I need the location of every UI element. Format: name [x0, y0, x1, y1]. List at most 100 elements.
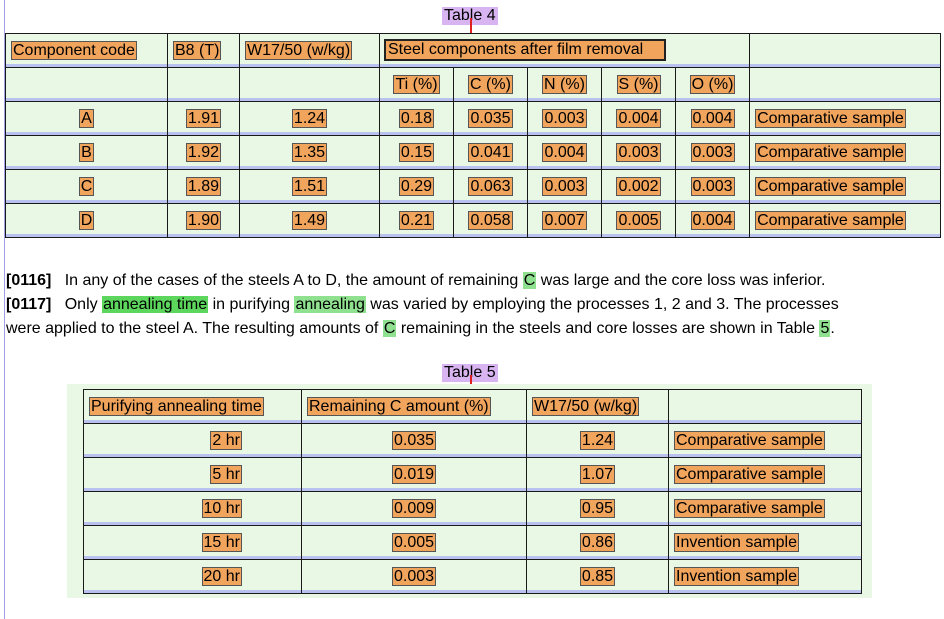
header-remaining-c: Remaining C amount (%)	[307, 396, 491, 416]
header-annealing-time: Purifying annealing time	[89, 396, 264, 416]
table-row: A 1.91 1.24 0.18 0.035 0.003 0.004 0.004…	[5, 101, 942, 136]
cell-o: 0.004	[690, 108, 735, 128]
cell-c: 0.041	[468, 142, 513, 162]
table-row: C 1.89 1.51 0.29 0.063 0.003 0.002 0.003…	[5, 169, 942, 204]
header-w1750: W17/50 (w/kg)	[531, 396, 640, 416]
cell-ti: 0.21	[398, 210, 435, 230]
table4: Component code B8 (T) W17/50 (w/kg) Stee…	[5, 33, 942, 238]
cell-c: 0.058	[468, 210, 513, 230]
cell-n: 0.003	[542, 176, 587, 196]
cell-time: 20 hr	[201, 566, 243, 586]
highlight-c: C	[522, 272, 537, 289]
header-b8: B8 (T)	[172, 40, 222, 60]
header-c: C (%)	[468, 74, 513, 94]
cell-sample-type: Comparative sample	[755, 176, 906, 196]
cell-w1750: 0.95	[579, 498, 616, 518]
cell-n: 0.007	[542, 210, 587, 230]
cell-ti: 0.15	[398, 142, 435, 162]
table5: Purifying annealing time Remaining C amo…	[83, 389, 862, 594]
highlight-table-ref: 5	[819, 319, 831, 337]
cell-o: 0.003	[690, 142, 735, 162]
table5-container: Purifying annealing time Remaining C amo…	[67, 384, 872, 598]
header-o: O (%)	[689, 74, 736, 94]
cell-b8: 1.90	[185, 210, 222, 230]
cell-sample-type: Comparative sample	[674, 430, 825, 450]
cell-o: 0.003	[690, 176, 735, 196]
table-row: 10 hr 0.009 0.95 Comparative sample	[83, 491, 862, 526]
table-row: 2 hr 0.035 1.24 Comparative sample	[83, 423, 862, 458]
header-steel-components: Steel components after film removal	[384, 39, 666, 62]
cell-remaining-c: 0.035	[391, 430, 437, 450]
cell-remaining-c: 0.005	[391, 532, 437, 552]
cell-w1750: 1.24	[579, 430, 616, 450]
cell-w1750: 1.49	[291, 210, 328, 230]
table4-subheader-row: Ti (%) C (%) N (%) S (%) O (%)	[5, 67, 942, 102]
table-row: B 1.92 1.35 0.15 0.041 0.004 0.003 0.003…	[5, 135, 942, 170]
paragraph-text: was large and the core loss was inferior…	[540, 272, 826, 289]
cell-o: 0.004	[690, 210, 735, 230]
paragraph-text: In any of the cases of the steels A to D…	[64, 272, 519, 289]
cell-remaining-c: 0.019	[391, 464, 437, 484]
cell-s: 0.005	[616, 210, 661, 230]
page-margin-line	[4, 0, 5, 619]
header-ti: Ti (%)	[393, 74, 440, 94]
cell-w1750: 1.35	[291, 142, 328, 162]
cell-code: B	[79, 142, 94, 162]
highlight-c: C	[382, 319, 397, 337]
cell-w1750: 0.86	[579, 532, 616, 552]
cell-remaining-c: 0.003	[391, 566, 437, 586]
paragraph-text: remaining in the steels and core losses …	[400, 319, 816, 337]
header-w1750: W17/50 (w/kg)	[244, 40, 353, 60]
header-s: S (%)	[616, 74, 661, 94]
cell-sample-type: Comparative sample	[674, 498, 825, 518]
cell-sample-type: Invention sample	[674, 566, 799, 586]
table-row: D 1.90 1.49 0.21 0.058 0.007 0.005 0.004…	[5, 203, 942, 238]
cell-s: 0.003	[616, 142, 661, 162]
table4-caption: Table 4	[442, 7, 498, 25]
cell-b8: 1.92	[185, 142, 222, 162]
cell-w1750: 1.07	[579, 464, 616, 484]
header-n: N (%)	[542, 74, 587, 94]
cell-s: 0.004	[616, 108, 661, 128]
table4-container: Component code B8 (T) W17/50 (w/kg) Stee…	[5, 33, 942, 238]
cell-c: 0.035	[468, 108, 513, 128]
table5-caption: Table 5	[442, 364, 498, 382]
cell-time: 2 hr	[210, 430, 242, 450]
cell-sample-type: Comparative sample	[755, 210, 906, 230]
cell-code: A	[79, 108, 94, 128]
cell-code: D	[78, 210, 95, 230]
table5-header-row: Purifying annealing time Remaining C amo…	[83, 389, 862, 424]
paragraph-0116: [0116] In any of the cases of the steels…	[6, 269, 940, 293]
cell-w1750: 1.24	[291, 108, 328, 128]
cell-code: C	[78, 176, 95, 196]
table4-caption-marker	[470, 18, 472, 40]
cell-sample-type: Comparative sample	[755, 142, 906, 162]
paragraph-text: .	[830, 319, 835, 337]
cell-sample-type: Comparative sample	[674, 464, 825, 484]
cell-sample-type: Invention sample	[674, 532, 799, 552]
paragraph-text: was varied by employing the processes 1,…	[370, 296, 839, 313]
cell-time: 15 hr	[201, 532, 243, 552]
header-component-code: Component code	[11, 40, 137, 60]
table-row: 20 hr 0.003 0.85 Invention sample	[83, 559, 862, 594]
cell-w1750: 0.85	[579, 566, 616, 586]
cell-ti: 0.29	[398, 176, 435, 196]
paragraph-0117: [0117] Only annealing time in purifying …	[6, 293, 940, 340]
cell-n: 0.004	[542, 142, 587, 162]
cell-s: 0.002	[616, 176, 661, 196]
cell-c: 0.063	[468, 176, 513, 196]
cell-b8: 1.89	[185, 176, 222, 196]
paragraph-text: in purifying	[212, 296, 290, 313]
paragraph-number: [0116]	[6, 272, 52, 289]
paragraph-text: Only	[64, 296, 98, 313]
cell-ti: 0.18	[398, 108, 435, 128]
paragraph-text: were applied to the steel A. The resulti…	[6, 319, 379, 337]
highlight-annealing-time: annealing time	[102, 296, 209, 313]
table-row: 15 hr 0.005 0.86 Invention sample	[83, 525, 862, 560]
highlight-annealing: annealing	[294, 296, 366, 313]
paragraph-number: [0117]	[6, 296, 52, 313]
cell-n: 0.003	[542, 108, 587, 128]
table4-header-row: Component code B8 (T) W17/50 (w/kg) Stee…	[5, 33, 942, 68]
cell-sample-type: Comparative sample	[755, 108, 906, 128]
table-row: 5 hr 0.019 1.07 Comparative sample	[83, 457, 862, 492]
